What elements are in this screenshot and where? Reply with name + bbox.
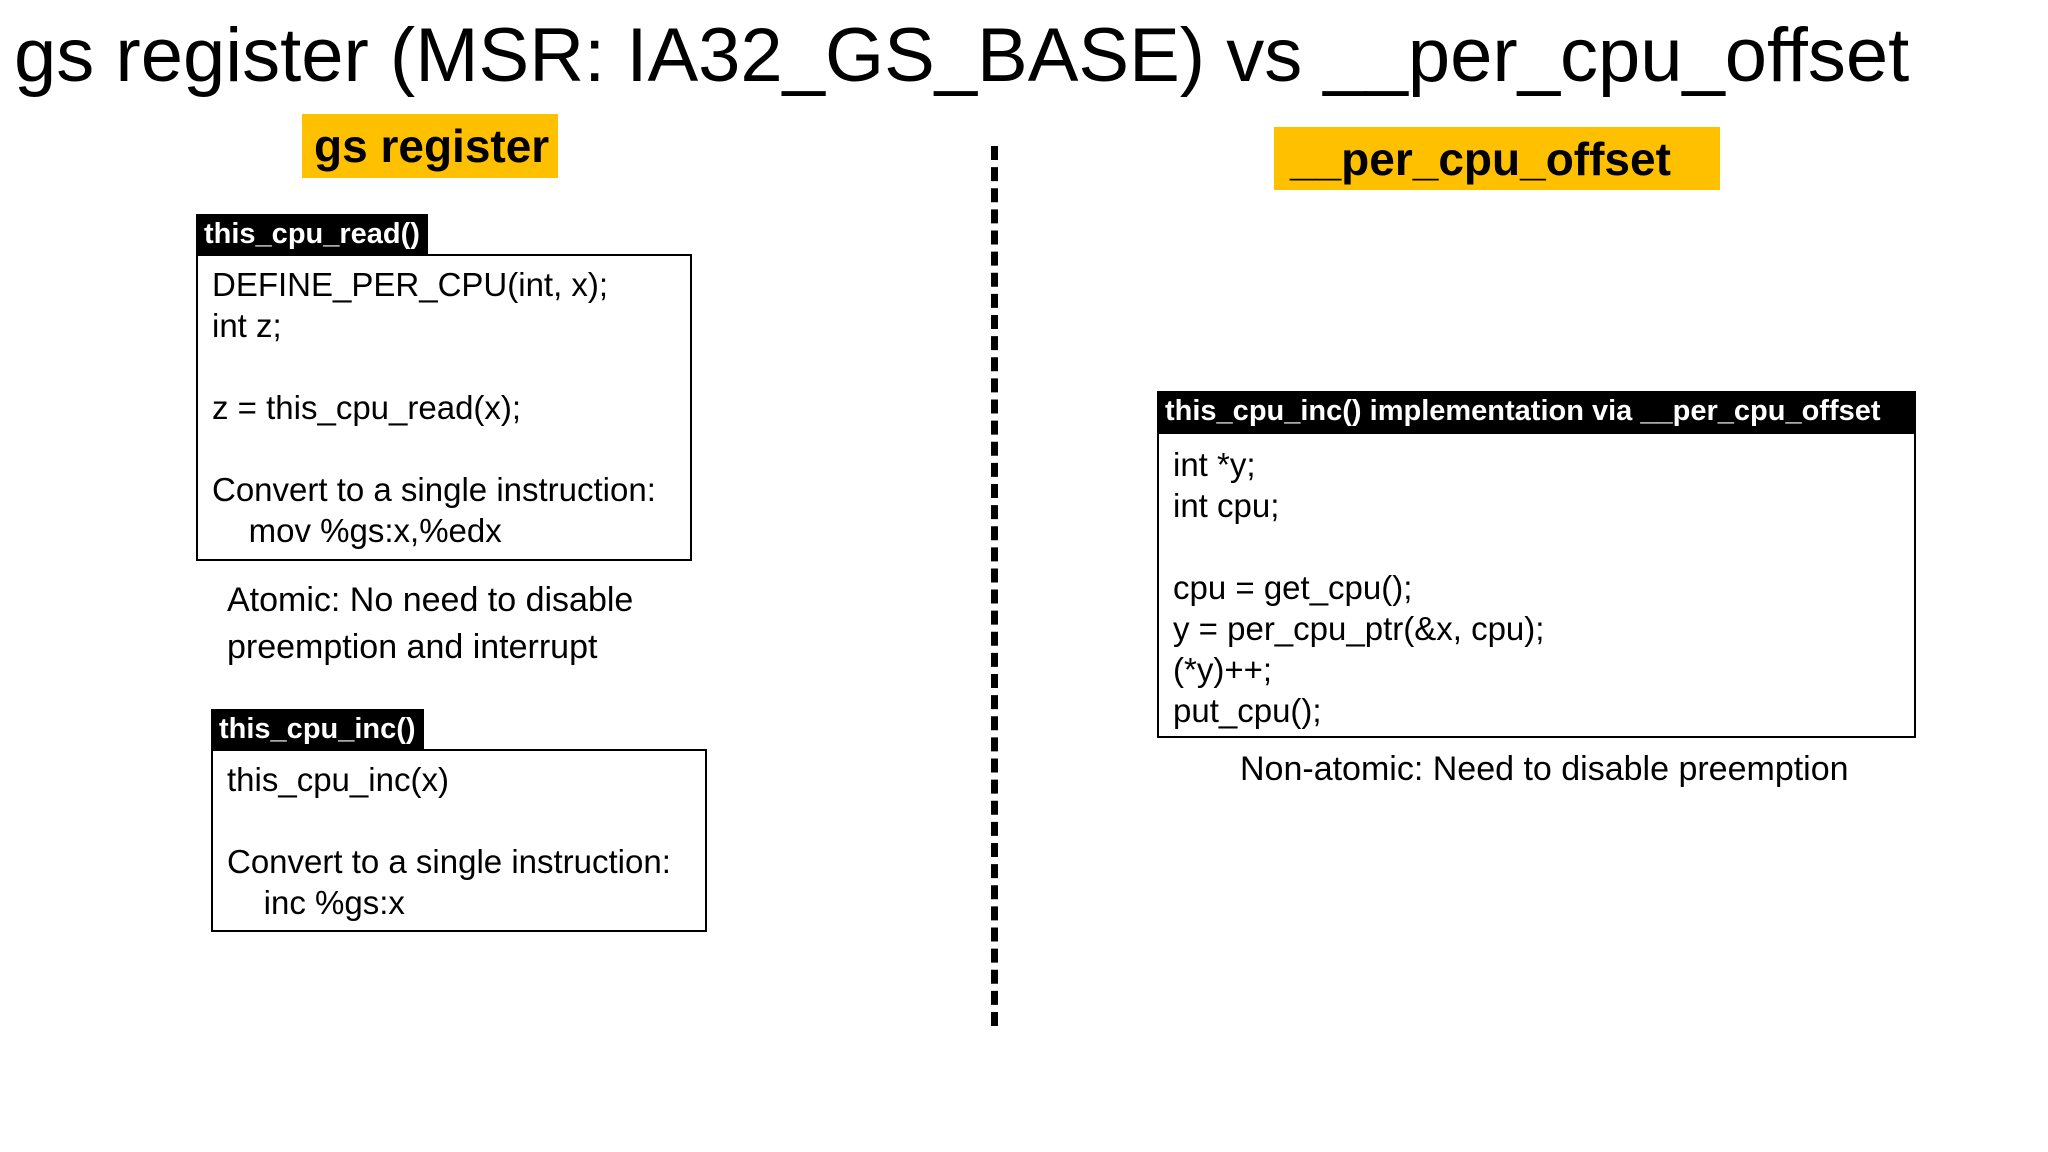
code-line — [227, 800, 691, 841]
code-line — [1173, 526, 1900, 567]
slide-title: gs register (MSR: IA32_GS_BASE) vs __per… — [14, 13, 1910, 98]
per-cpu-offset-impl-tab: this_cpu_inc() implementation via __per_… — [1157, 391, 1916, 432]
code-line: DEFINE_PER_CPU(int, x); — [212, 266, 609, 303]
code-line: this_cpu_inc(x) — [227, 761, 449, 798]
code-line — [212, 428, 676, 469]
code-line: Convert to a single instruction: — [212, 471, 656, 508]
code-line: put_cpu(); — [1173, 692, 1322, 729]
code-line: int *y; — [1173, 446, 1256, 483]
atomic-note: Atomic: No need to disable preemption an… — [227, 577, 633, 671]
code-line: mov %gs:x,%edx — [212, 512, 502, 549]
code-line: y = per_cpu_ptr(&x, cpu); — [1173, 610, 1545, 647]
code-line: cpu = get_cpu(); — [1173, 569, 1413, 606]
column-divider — [991, 146, 998, 1026]
code-line: Convert to a single instruction: — [227, 843, 671, 880]
code-line: int cpu; — [1173, 487, 1280, 524]
atomic-note-line: preemption and interrupt — [227, 628, 598, 666]
gs-register-label: gs register — [302, 114, 558, 178]
this-cpu-inc-tab: this_cpu_inc() — [211, 709, 424, 749]
code-line: inc %gs:x — [227, 884, 405, 921]
per-cpu-offset-label: __per_cpu_offset — [1274, 127, 1720, 190]
this-cpu-read-tab: this_cpu_read() — [196, 214, 428, 254]
non-atomic-note: Non-atomic: Need to disable preemption — [1240, 750, 1849, 788]
per-cpu-offset-impl-code-box: int *y; int cpu; cpu = get_cpu(); y = pe… — [1157, 432, 1916, 738]
this-cpu-inc-code-box: this_cpu_inc(x) Convert to a single inst… — [211, 749, 707, 932]
code-line — [212, 346, 676, 387]
code-line: (*y)++; — [1173, 651, 1273, 688]
code-line: int z; — [212, 307, 282, 344]
atomic-note-line: Atomic: No need to disable — [227, 581, 634, 619]
this-cpu-read-code-box: DEFINE_PER_CPU(int, x); int z; z = this_… — [196, 254, 692, 561]
code-line: z = this_cpu_read(x); — [212, 389, 522, 426]
